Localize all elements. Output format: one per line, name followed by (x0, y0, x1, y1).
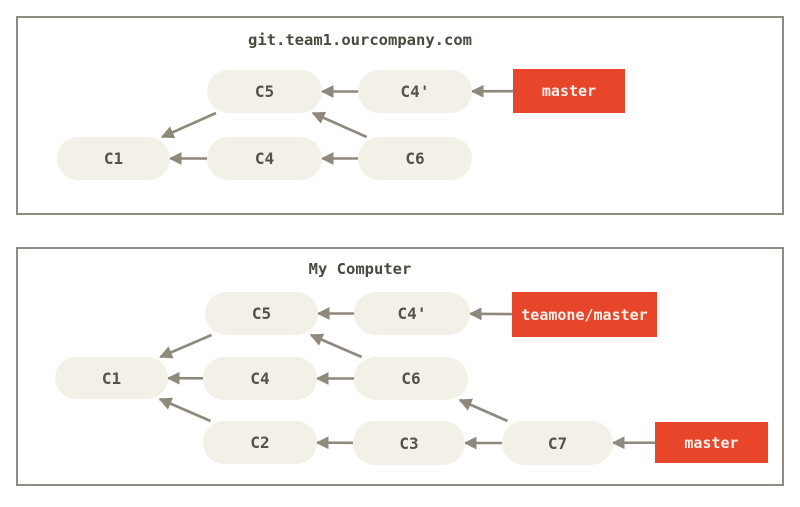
remote-server-panel (16, 16, 784, 215)
local-panel-title: My Computer (308, 260, 412, 278)
commit-node-c4: C4 (207, 137, 322, 180)
commit-node-c4p: C4' (358, 70, 472, 113)
commit-node-c5: C5 (205, 292, 318, 335)
branch-label-master: master (655, 422, 768, 463)
commit-node-c7: C7 (502, 421, 613, 465)
local-computer-panel (16, 247, 784, 486)
branch-label-teamone_master: teamone/master (512, 292, 657, 337)
commit-node-c5: C5 (207, 70, 322, 113)
commit-node-c3: C3 (353, 421, 465, 465)
branch-label-master: master (513, 69, 625, 113)
commit-node-c1: C1 (57, 137, 170, 180)
commit-node-c6: C6 (354, 357, 468, 400)
commit-node-c2: C2 (203, 421, 317, 464)
commit-node-c6: C6 (358, 137, 472, 180)
commit-node-c4p: C4' (354, 292, 470, 335)
remote-panel-title: git.team1.ourcompany.com (248, 31, 472, 49)
commit-node-c4: C4 (203, 357, 317, 400)
commit-node-c1: C1 (55, 357, 168, 399)
